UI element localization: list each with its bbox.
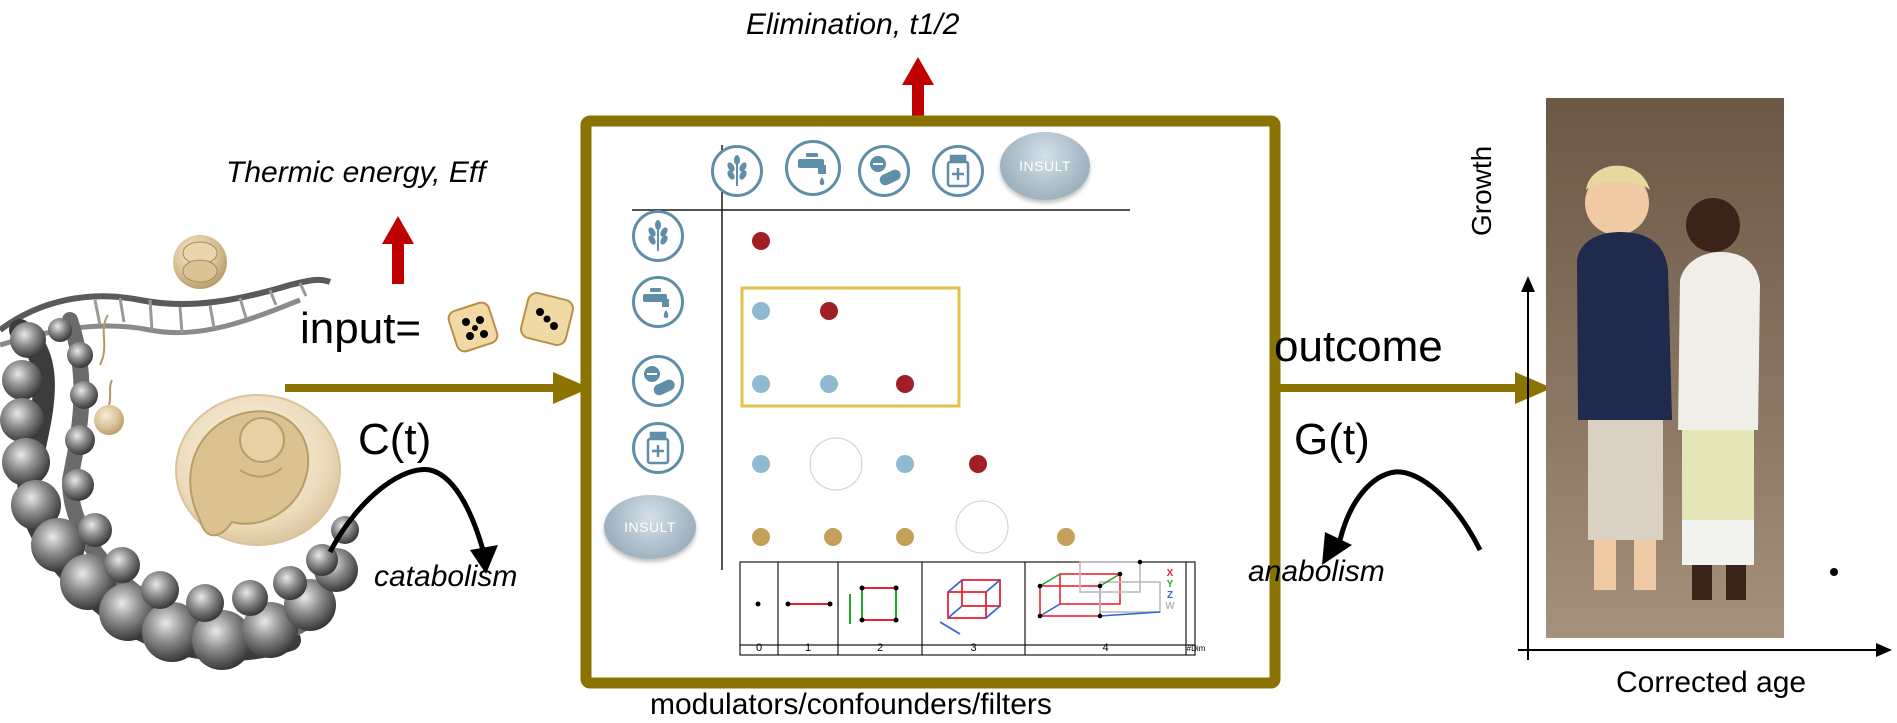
matrix-grid [632,145,1130,570]
anabolism-curve [1337,469,1483,552]
g-t-label: G(t) [1294,415,1370,464]
growth-axis-label: Growth [1466,145,1497,236]
axis-letters: X Y Z W [1158,568,1182,612]
dna-helix-illustration [0,276,359,670]
dimension-scale [739,561,1196,656]
matrix-dots [752,232,1075,554]
thermic-energy-label: Thermic energy, Eff [226,156,486,189]
elimination-arrow [902,57,934,119]
axis-letter-z: Z [1166,590,1174,601]
wheat-icon [711,145,763,197]
insult-button-row: INSULT [604,495,696,559]
insult-label: INSULT [1019,158,1071,174]
axis-letter-y: Y [1166,579,1174,590]
children-photo [1546,98,1784,638]
anabolism-label: anabolism [1248,555,1385,588]
catabolism-curve [327,466,486,554]
insult-button-column: INSULT [1000,132,1090,200]
tap-icon [785,140,841,196]
insult-label: INSULT [624,519,676,535]
dim-label: 0 [755,642,763,654]
dimension-glyphs [755,559,1161,635]
dim-label: 3 [970,642,977,654]
dim-label: #Dim [1186,644,1206,653]
medicine-jar-icon [632,422,684,474]
zygote-illustration [173,235,227,289]
corrected-age-label: Corrected age [1616,666,1807,699]
dim-label: 2 [876,642,884,654]
thermic-energy-arrow [382,216,414,284]
growth-axes [1518,276,1892,660]
wheat-icon [632,210,684,262]
input-arrow [285,372,590,404]
outcome-arrow [1270,372,1552,404]
c-t-label: C(t) [358,415,432,464]
dim-label: 1 [804,642,812,654]
input-label: input= [300,304,422,353]
elimination-label: Elimination, t1/2 [746,8,960,41]
axis-letter-x: X [1166,568,1174,579]
outcome-label: outcome [1274,322,1443,371]
highlight-box [740,286,961,408]
dice-icon [518,290,576,348]
dim-label: 4 [1102,642,1109,654]
tap-icon [632,276,684,328]
medicine-jar-icon [932,145,984,197]
fetus-illustration [175,394,341,546]
axis-letter-w: W [1165,601,1175,612]
modulators-label: modulators/confounders/filters [650,688,1052,721]
pill-icon [858,145,910,197]
pill-icon [632,355,684,407]
dice-icon [446,300,500,354]
catabolism-label: catabolism [374,560,518,593]
